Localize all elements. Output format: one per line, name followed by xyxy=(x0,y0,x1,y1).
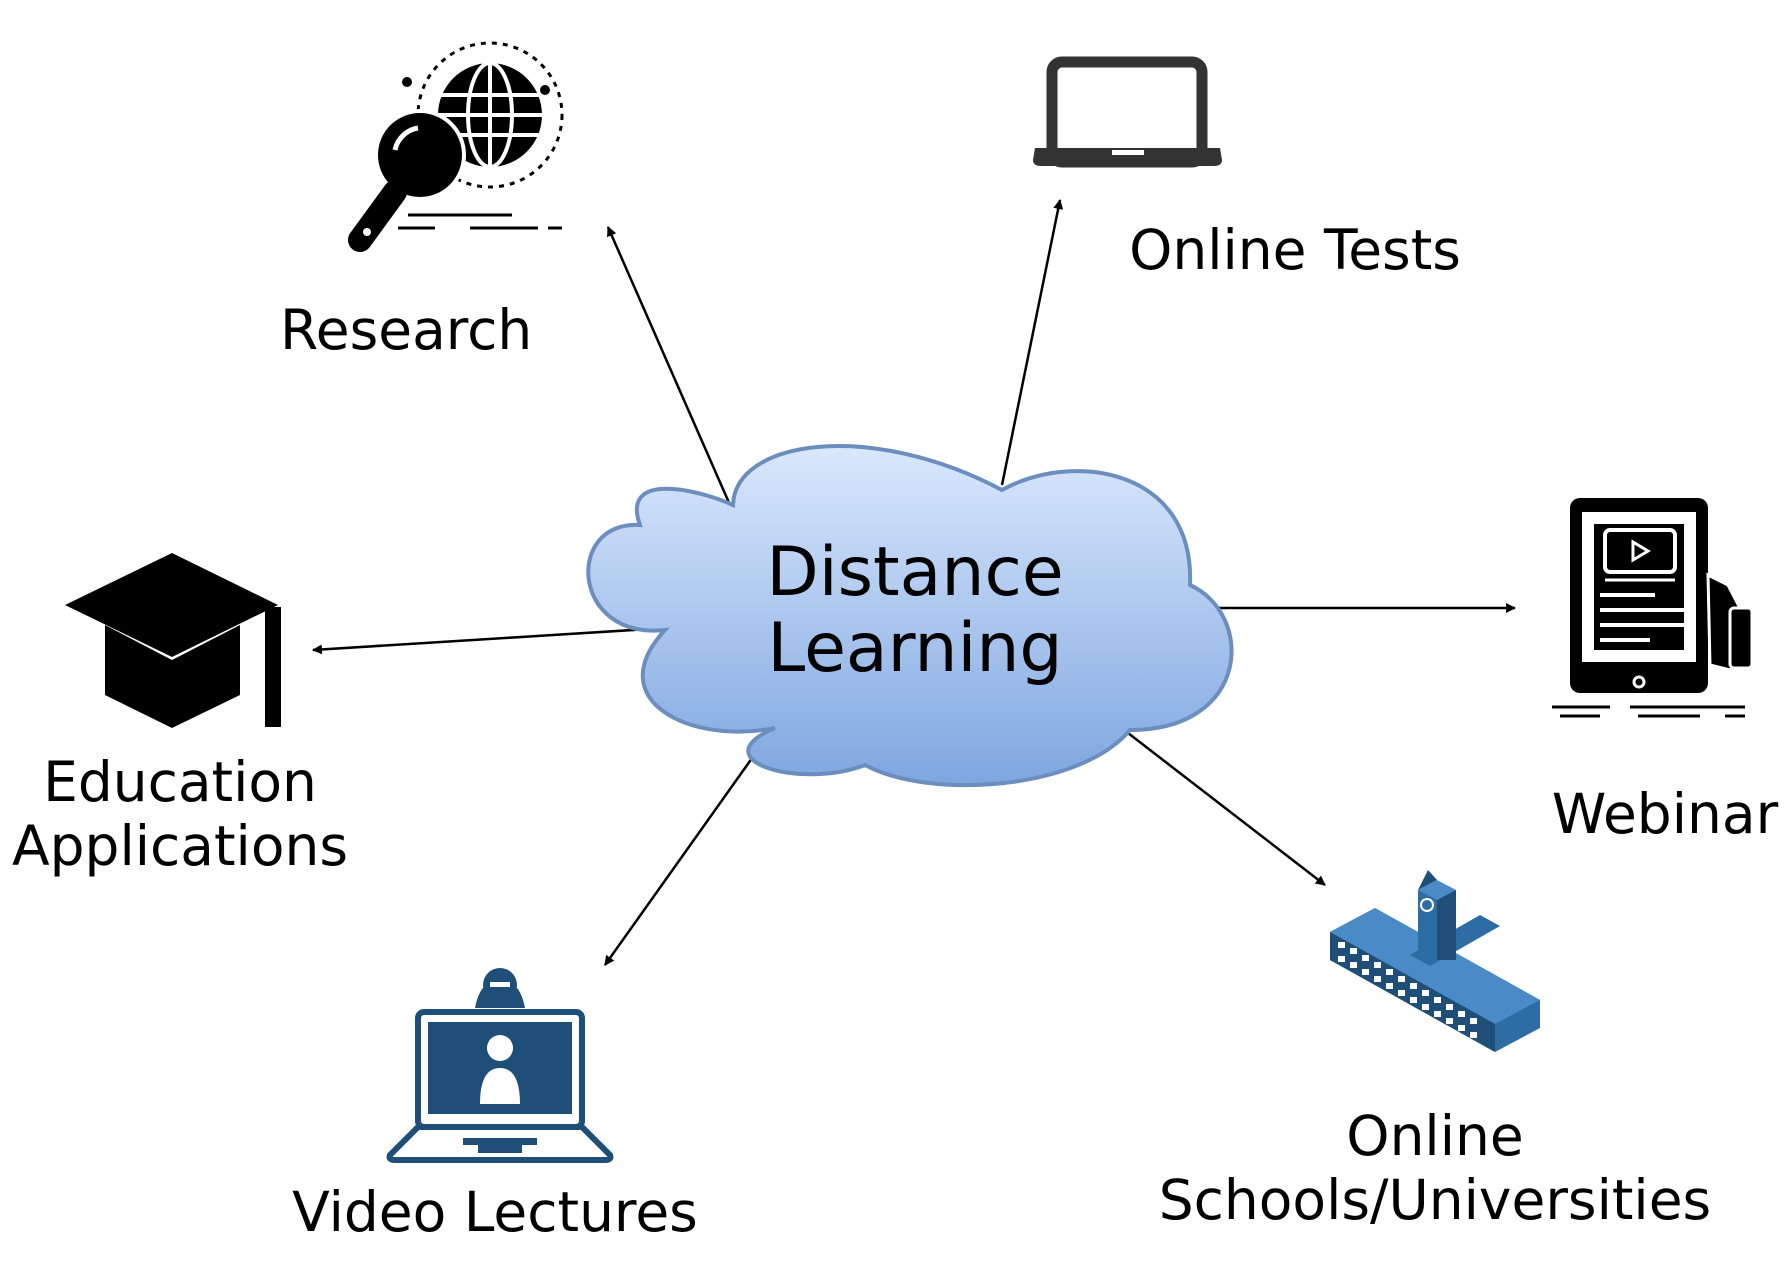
arrow-to-online-tests xyxy=(1000,199,1064,486)
schools-label-line1: Online xyxy=(1346,1104,1524,1168)
arrow-to-education xyxy=(312,626,666,655)
arrows xyxy=(312,199,1516,966)
schools-label-line2: Schools/Universities xyxy=(1158,1168,1712,1232)
online-schools-label: Online Schools/Universities xyxy=(1155,1104,1715,1232)
video-call-laptop-icon xyxy=(386,968,614,1163)
cloud-title-line1: Distance xyxy=(766,533,1064,612)
tablet-video-icon xyxy=(1552,498,1754,718)
arrow-to-research xyxy=(606,226,732,506)
arrow-to-schools xyxy=(1127,732,1326,886)
education-applications-label: Education Applications xyxy=(10,750,350,878)
laptop-icon xyxy=(1033,56,1222,168)
cloud-title-line2: Learning xyxy=(767,609,1063,688)
search-globe-icon xyxy=(348,41,564,252)
distance-learning-cloud xyxy=(586,444,1234,788)
research-label: Research xyxy=(280,298,533,362)
cloud-title: Distance Learning xyxy=(735,535,1095,687)
arrow-to-video-lectures xyxy=(603,729,774,966)
university-building-icon xyxy=(1330,870,1540,1052)
webinar-label: Webinar xyxy=(1551,782,1779,846)
online-tests-label: Online Tests xyxy=(1129,218,1461,282)
video-lectures-label: Video Lectures xyxy=(292,1180,698,1244)
education-label-line1: Education xyxy=(43,750,317,814)
graduation-cap-icon xyxy=(65,553,281,728)
education-label-line2: Applications xyxy=(12,814,348,878)
